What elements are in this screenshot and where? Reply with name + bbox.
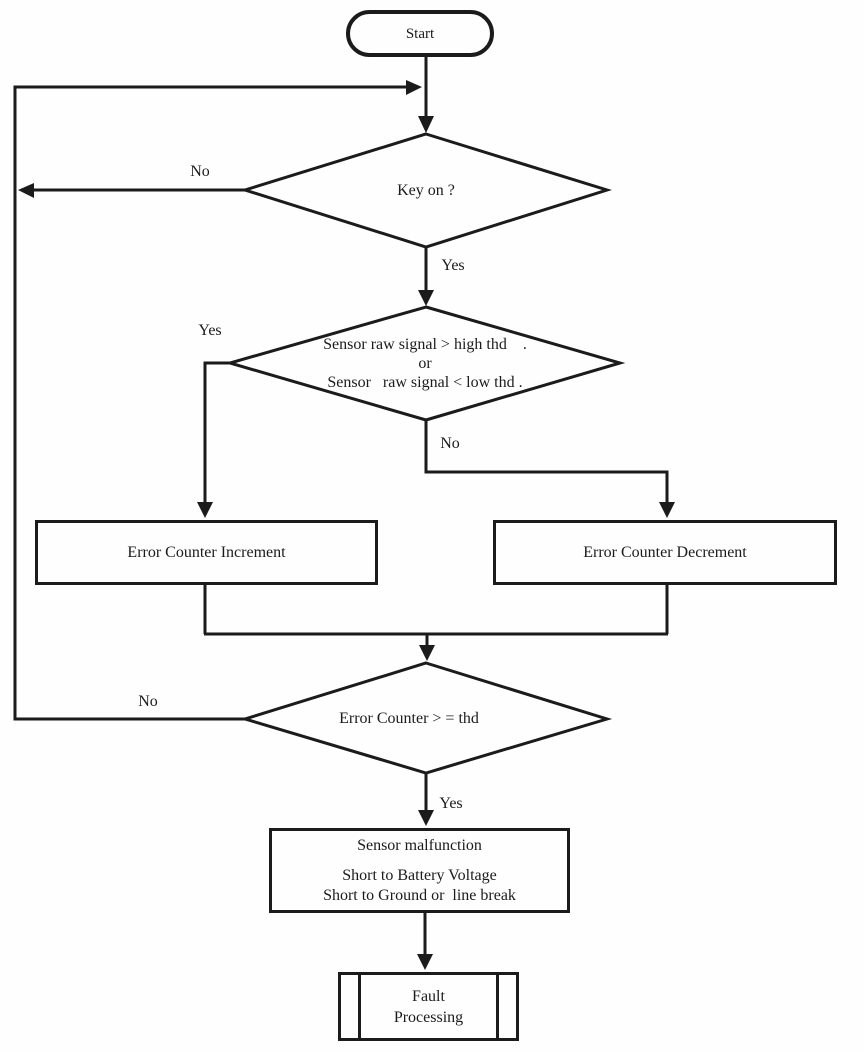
arrowhead-into-signal	[418, 290, 434, 306]
counter-decision-shape	[239, 661, 613, 775]
malfunction-short-ground: Short to Ground or line break	[323, 887, 516, 904]
keyon-question: Key on ?	[397, 181, 455, 199]
malfunction-title: Sensor malfunction	[357, 837, 482, 854]
signal-no-label: No	[440, 435, 460, 452]
arrowhead-into-increment	[197, 502, 213, 518]
keyon-yes-label: Yes	[441, 257, 465, 274]
increment-label: Error Counter Increment	[127, 543, 286, 561]
fault-label-line2: Processing	[393, 1008, 464, 1026]
signal-decision-label: Sensor raw signal > high thd . or Sensor…	[230, 309, 620, 417]
signal-condition-low: Sensor raw signal < low thd .	[327, 373, 523, 391]
fault-label-line1: Fault	[412, 987, 445, 1005]
counter-question: Error Counter > = thd	[339, 709, 479, 727]
arrowhead-into-decrement	[659, 502, 675, 518]
counter-yes-label: Yes	[439, 795, 463, 812]
arrowhead-keyon-no	[18, 183, 34, 198]
signal-yes-label: Yes	[198, 322, 222, 339]
keyon-decision-shape	[239, 132, 613, 249]
arrowhead-into-counter	[419, 645, 435, 661]
arrowhead-loop-top	[406, 80, 422, 95]
fault-box-right-bar	[496, 975, 499, 1038]
edge-feedback-loop	[13, 85, 410, 721]
arrowhead-into-malfunction	[418, 810, 434, 826]
error-counter-decrement-box: Error Counter Decrement	[493, 520, 837, 585]
malfunction-short-battery: Short to Battery Voltage	[342, 867, 497, 884]
arrowhead-into-fault	[417, 954, 433, 970]
keyon-no-label: No	[190, 163, 210, 180]
signal-condition-or: or	[418, 354, 432, 372]
counter-decision-label: Error Counter > = thd	[228, 665, 590, 771]
edge-signal-no	[424, 420, 669, 506]
fault-processing-box: Fault Processing	[338, 972, 519, 1041]
counter-no-label: No	[138, 693, 158, 710]
sensor-malfunction-box: Sensor malfunction Short to Battery Volt…	[269, 828, 570, 913]
edge-signal-yes	[203, 361, 231, 506]
keyon-decision-label: Key on ?	[246, 136, 606, 244]
decrement-label: Error Counter Decrement	[583, 543, 747, 561]
start-terminator: Start	[346, 10, 494, 57]
arrowhead-into-keyon	[418, 116, 434, 133]
edge-merge-to-counter	[204, 632, 668, 650]
start-label: Start	[405, 25, 435, 42]
fault-box-left-bar	[358, 975, 361, 1038]
signal-decision-shape	[224, 305, 626, 422]
error-counter-increment-box: Error Counter Increment	[35, 520, 378, 585]
signal-condition-high: Sensor raw signal > high thd .	[323, 335, 527, 353]
